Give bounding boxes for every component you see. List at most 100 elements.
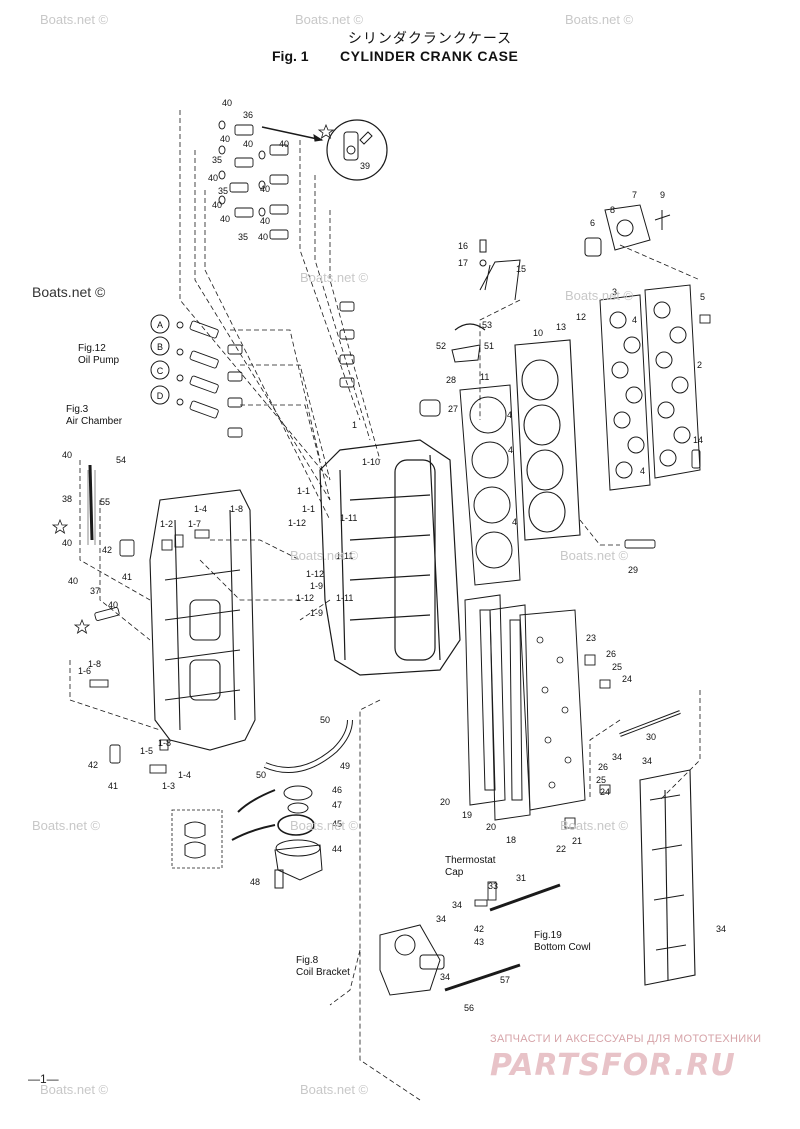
brand-tagline: ЗАПЧАСТИ И АКСЕССУАРЫ ДЛЯ МОТОТЕХНИКИ	[490, 1033, 762, 1045]
callout: 40	[62, 538, 72, 548]
callout: 1-1	[302, 504, 315, 514]
callout: 1-6	[78, 666, 91, 676]
circle-ref-c: C	[150, 360, 170, 380]
watermark-boats-net: Boats.net ©	[295, 12, 364, 27]
callout: 57	[500, 975, 510, 985]
callout: 36	[243, 110, 253, 120]
ref-bottom-cowl: Fig.19 Bottom Cowl	[534, 930, 591, 953]
callout: 34	[436, 914, 446, 924]
bolt-cluster-top	[218, 120, 289, 240]
callout: 22	[556, 844, 566, 854]
callout: 20	[486, 822, 496, 832]
callout: 41	[122, 572, 132, 582]
watermark-boats-net: Boats.net ©	[300, 270, 369, 285]
callout: 20	[440, 797, 450, 807]
callout: 4	[507, 410, 512, 420]
circle-references: A B C D	[150, 314, 170, 405]
callout: 35	[238, 232, 248, 242]
head-gasket	[459, 384, 521, 586]
callout: 41	[108, 781, 118, 791]
callout: 9	[660, 190, 665, 200]
callout: 28	[446, 375, 456, 385]
callout: 1-12	[288, 518, 306, 528]
callout: 1-8	[88, 659, 101, 669]
callout: 54	[116, 455, 126, 465]
cover-44	[274, 844, 323, 881]
callout: 53	[482, 320, 492, 330]
callout: 34	[612, 752, 622, 762]
callout: 42	[88, 760, 98, 770]
callout: 7	[632, 190, 637, 200]
watermark-boats-net: Boats.net ©	[560, 548, 629, 563]
callout: 26	[606, 649, 616, 659]
cylinder-block	[319, 439, 461, 676]
watermark-boats-net: Boats.net ©	[290, 818, 359, 833]
watermark-boats-net: Boats.net ©	[32, 818, 101, 833]
callout: 3	[612, 287, 617, 297]
callout: 30	[646, 732, 656, 742]
ref-coil-bracket: Fig.8 Coil Bracket	[296, 955, 350, 978]
ref-oil-pump: Fig.12 Oil Pump	[78, 343, 120, 366]
bolt-cluster-oil-pump	[176, 301, 355, 438]
callout: 4	[632, 315, 637, 325]
callout: 25	[596, 775, 606, 785]
callout: 40	[260, 216, 270, 226]
callout: 34	[440, 972, 450, 982]
callout: 55	[100, 497, 110, 507]
callout: 52	[436, 341, 446, 351]
callout: 31	[516, 873, 526, 883]
title-english: CYLINDER CRANK CASE	[340, 48, 519, 64]
pipe-31	[489, 883, 561, 912]
callout: 40	[62, 450, 72, 460]
callout: 1-2	[160, 519, 173, 529]
callout: 40	[208, 173, 218, 183]
callout: 38	[62, 494, 72, 504]
exhaust-guide	[639, 769, 696, 986]
circle-ref-d: D	[150, 385, 170, 405]
part-46	[283, 785, 313, 801]
pump-assembly	[379, 924, 445, 996]
svg-text:B: B	[157, 342, 163, 352]
callout: 35	[212, 155, 222, 165]
callout: 1-10	[362, 457, 380, 467]
callout: 40	[243, 139, 253, 149]
callout: 40	[220, 134, 230, 144]
ref-air-chamber: Fig.3 Air Chamber	[66, 404, 123, 427]
star-markers	[51, 123, 335, 634]
callout: 40	[68, 576, 78, 586]
callout: 35	[218, 186, 228, 196]
svg-text:C: C	[157, 366, 164, 376]
callout: 44	[332, 844, 342, 854]
watermark-boats-net: Boats.net ©	[40, 12, 109, 27]
watermark-boats-net: Boats.net ©	[32, 284, 106, 300]
callout: 19	[462, 810, 472, 820]
callout: 47	[332, 800, 342, 810]
watermark-boats-net: Boats.net ©	[40, 1082, 109, 1097]
o-ring-45	[277, 814, 315, 836]
callout: 34	[642, 756, 652, 766]
ref-thermostat-cap: Thermostat Cap	[445, 855, 496, 878]
watermark-boats-net: Boats.net ©	[565, 288, 634, 303]
callout: 1-8	[158, 738, 171, 748]
head-cover-2	[644, 284, 701, 479]
callout: 27	[448, 404, 458, 414]
detail-circle	[326, 119, 388, 181]
callout: 34	[716, 924, 726, 934]
watermark-boats-net: Boats.net ©	[300, 1082, 369, 1097]
callout: 1-9	[310, 608, 323, 618]
inset-box	[171, 809, 223, 869]
callout: 40	[222, 98, 232, 108]
callout: 8	[610, 205, 615, 215]
bolt-48	[274, 869, 284, 889]
callout: 40	[212, 200, 222, 210]
callout: 14	[693, 435, 703, 445]
cylinder-head	[514, 339, 581, 541]
callout: 2	[697, 360, 702, 370]
callout: 1-7	[188, 519, 201, 529]
callout: 4	[640, 466, 645, 476]
callout: 48	[250, 877, 260, 887]
callout: 1-1	[297, 486, 310, 496]
callout: 15	[516, 264, 526, 274]
